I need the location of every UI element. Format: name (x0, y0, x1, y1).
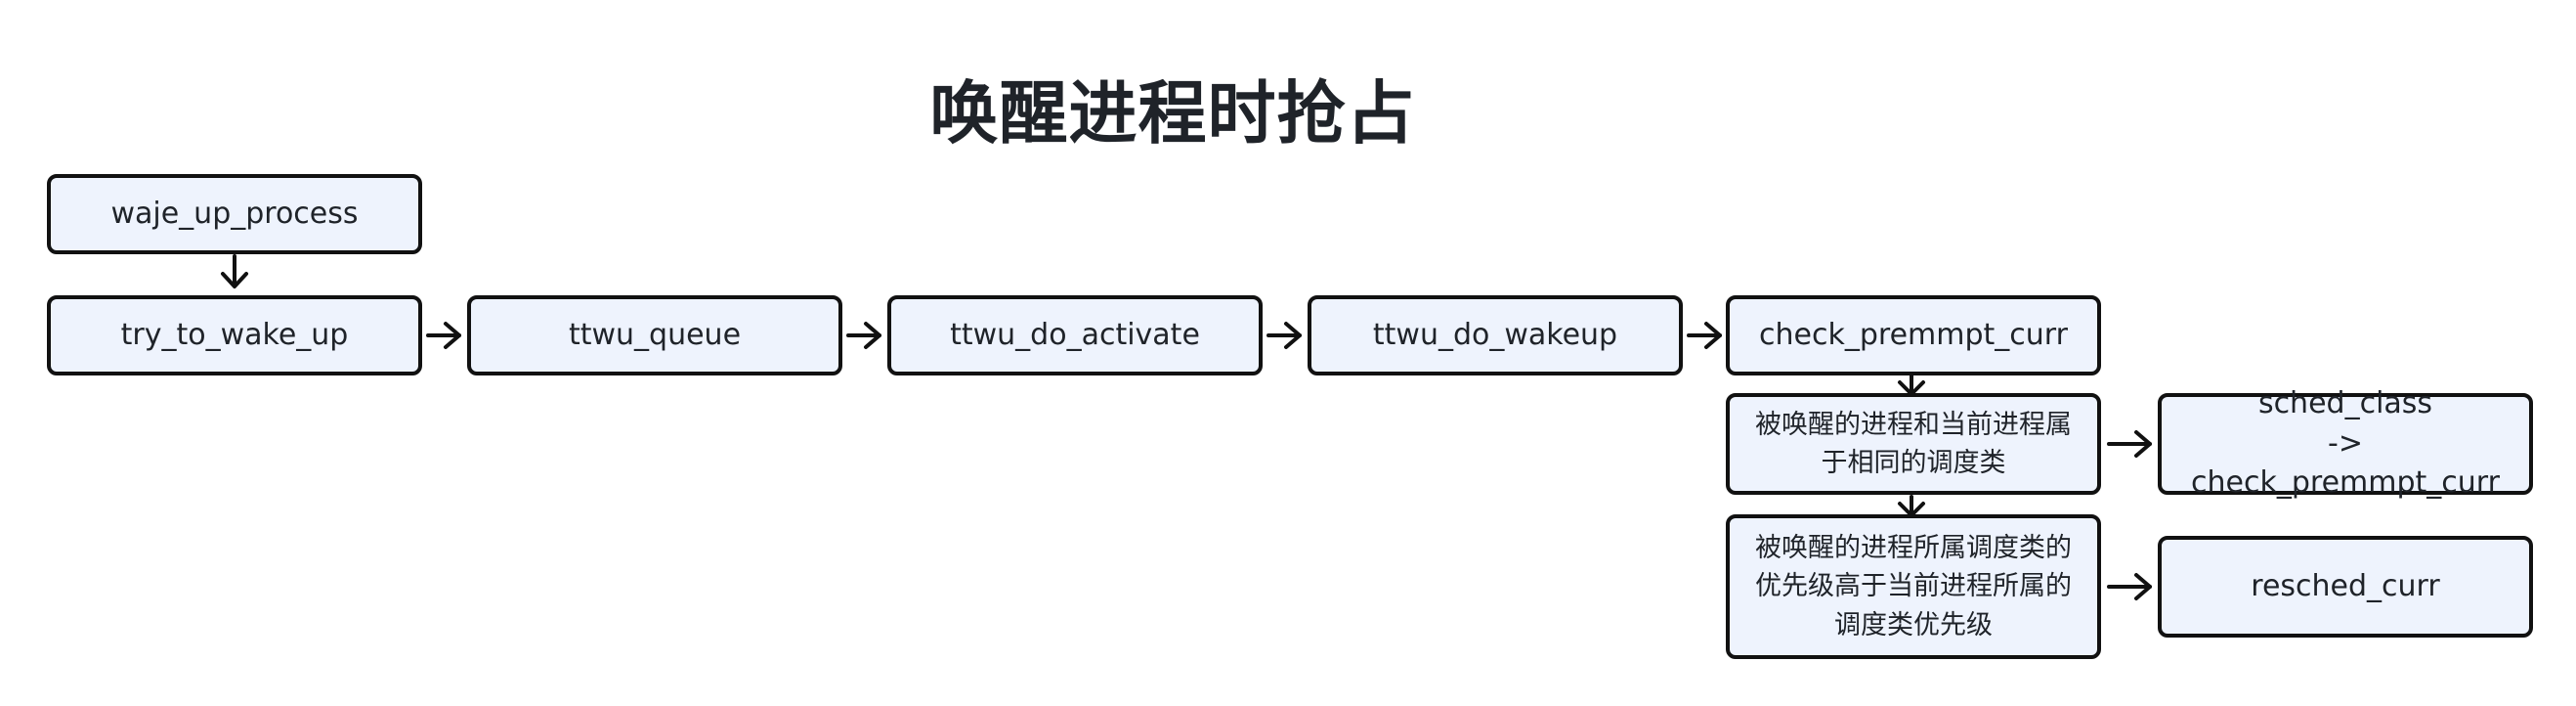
node-label: resched_curr (2251, 568, 2440, 603)
edge-try-to-queue (426, 322, 461, 349)
node-label: ttwu_queue (568, 317, 742, 352)
edge-higher-class-to-resched (2107, 573, 2152, 600)
edge-same-class-to-higher-class (1898, 495, 1925, 517)
diagram-title: 唤醒进程时抢占 (929, 73, 1416, 154)
node-ttwu-do-activate: ttwu_do_activate (887, 295, 1263, 375)
node-label: try_to_wake_up (120, 317, 349, 352)
node-same-class-condition: 被唤醒的进程和当前进程属 于相同的调度类 (1726, 393, 2101, 495)
node-label: 被唤醒的进程和当前进程属 于相同的调度类 (1755, 409, 2072, 478)
node-label: 被唤醒的进程所属调度类的 优先级高于当前进程所属的 调度类优先级 (1755, 533, 2072, 640)
node-ttwu-queue: ttwu_queue (467, 295, 842, 375)
node-check-preempt-curr: check_premmpt_curr (1726, 295, 2101, 375)
edge-queue-to-activate (846, 322, 881, 349)
node-label: check_premmpt_curr (1759, 317, 2068, 352)
edge-check-to-same-class (1898, 374, 1925, 396)
node-label: waje_up_process (110, 196, 359, 231)
node-wake-up-process: waje_up_process (47, 174, 422, 254)
node-resched-curr: resched_curr (2158, 536, 2533, 638)
edge-wakeup-to-try (221, 254, 248, 288)
edge-wakeup-to-check (1687, 322, 1722, 349)
node-label: ttwu_do_wakeup (1372, 317, 1618, 352)
edge-same-class-to-sched-class (2107, 430, 2152, 458)
node-ttwu-do-wakeup: ttwu_do_wakeup (1308, 295, 1683, 375)
node-try-to-wake-up: try_to_wake_up (47, 295, 422, 375)
node-label: sched_class -> check_premmpt_curr (2191, 386, 2500, 501)
node-sched-class-check: sched_class -> check_premmpt_curr (2158, 386, 2533, 500)
node-higher-class-condition: 被唤醒的进程所属调度类的 优先级高于当前进程所属的 调度类优先级 (1726, 514, 2101, 659)
node-label: ttwu_do_activate (950, 317, 1200, 352)
edge-activate-to-wakeup (1267, 322, 1302, 349)
